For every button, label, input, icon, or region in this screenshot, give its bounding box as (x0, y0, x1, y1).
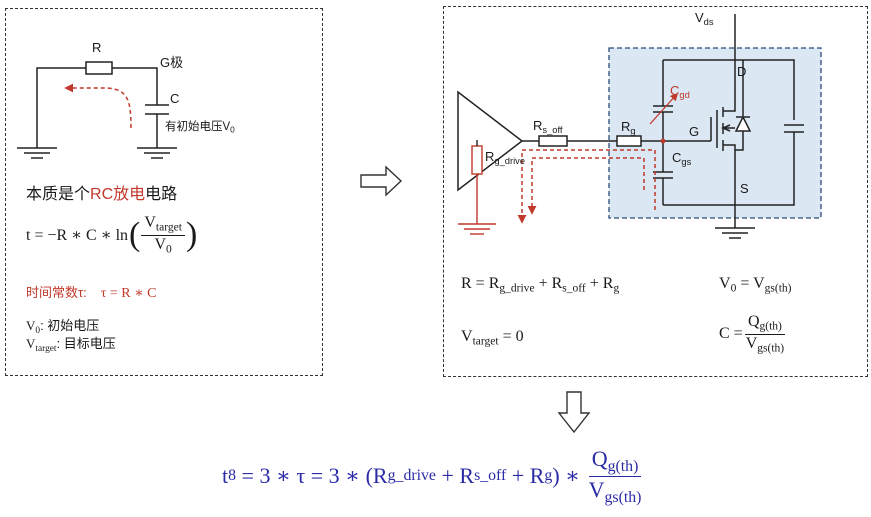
label-gate: G极 (160, 55, 184, 70)
down-arrow-icon (557, 391, 591, 434)
equation-c: C = Qg(th) Vgs(th) (719, 313, 787, 355)
label-vds: Vds (695, 10, 714, 27)
resistor-rg (616, 135, 642, 147)
label-r: R (92, 40, 102, 55)
label-cgs: Cgs (672, 150, 692, 167)
equation-vtarget: Vtarget = 0 (461, 328, 524, 348)
cgd-variable-arrow (649, 92, 679, 125)
ground-cap (137, 147, 177, 159)
rc-circuit (17, 61, 177, 159)
resistor-rgdrive (471, 145, 483, 175)
final-fraction: Qg(th) Vgs(th) (588, 446, 642, 506)
right-panel (443, 6, 868, 377)
initial-voltage-note: 有初始电压V0 (165, 121, 235, 135)
label-rg: Rg (621, 119, 636, 136)
equation-r-total: R = Rg_drive + Rs_off + Rg (461, 275, 620, 295)
discharge-paths (517, 149, 656, 224)
rgdrive-branch (458, 140, 496, 235)
label-source: S (740, 181, 749, 196)
gate-node (660, 138, 666, 144)
voltage-ratio: Vtarget V0 (141, 214, 185, 256)
equation-v0: V0 = Vgs(th) (719, 275, 792, 295)
discharge-formula: t = −R ∗ C ∗ ln ( Vtarget V0 ) (26, 214, 198, 256)
label-drain: D (737, 64, 747, 79)
resistor-rsoff (538, 135, 568, 147)
label-c: C (170, 91, 180, 106)
right-arrow-icon (360, 165, 403, 197)
vtarget-legend: Vtarget: 目标电压 (26, 336, 116, 354)
ground-mosfet (715, 227, 755, 239)
driver-triangle (457, 90, 524, 192)
top-rail (663, 59, 795, 120)
top-right-wire (112, 67, 158, 105)
paren-close: ) (185, 216, 198, 254)
resistor-r (85, 61, 113, 75)
label-gate-g: G (689, 124, 700, 139)
left-panel (5, 8, 323, 376)
label-rgdrive: Rg_drive (485, 149, 526, 166)
label-cgd: Cgd (670, 83, 690, 100)
discharge-arrow (64, 83, 132, 129)
paren-open: ( (129, 216, 141, 254)
c-fraction: Qg(th) Vgs(th) (744, 313, 785, 355)
ground-left (17, 147, 57, 159)
time-constant: 时间常数τ:τ = R ∗ C (26, 285, 157, 301)
mosfet-box (608, 47, 822, 219)
essence-text: 本质是个RC放电电路 (26, 186, 178, 203)
left-wire (36, 67, 86, 148)
v0-legend: V0: 初始电压 (26, 318, 100, 336)
label-rsoff: Rs_off (533, 118, 563, 135)
